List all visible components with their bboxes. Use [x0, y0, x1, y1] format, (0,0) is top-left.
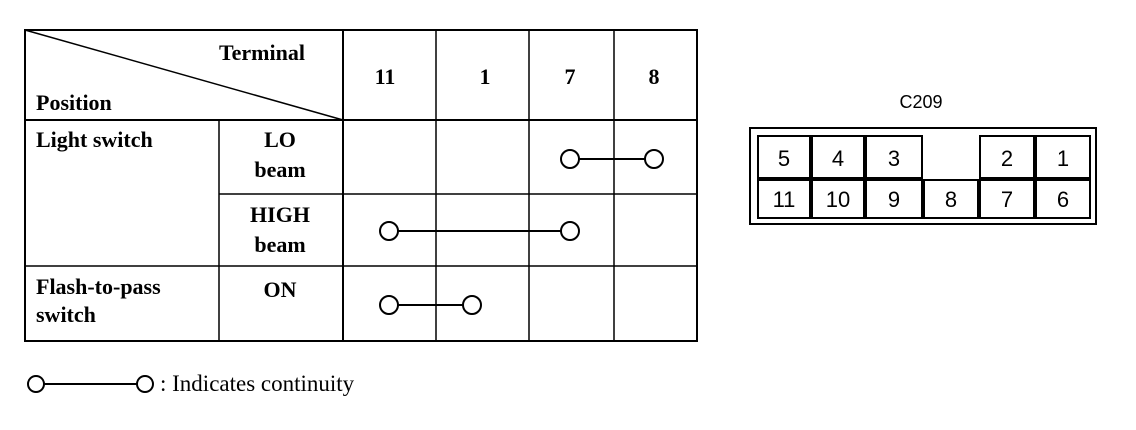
position-header-label: Position	[36, 90, 112, 115]
pin-10-cell	[811, 179, 865, 219]
header-diagonal	[24, 29, 344, 121]
table-border	[24, 29, 698, 342]
pin-11-label: 11	[773, 187, 796, 212]
pin-9-cell	[865, 179, 923, 219]
continuity-legend-symbol	[27, 375, 154, 393]
pin-7-label: 7	[1001, 187, 1013, 212]
pin-2-label: 2	[1001, 146, 1013, 171]
pin-1-cell	[1035, 135, 1091, 179]
legend-circle-right	[136, 375, 154, 393]
pin-4-cell	[811, 135, 865, 179]
terminal-11-header: 11	[375, 64, 396, 89]
continuity-flash-to-pass-11-1	[379, 295, 482, 315]
pin-6-label: 6	[1057, 187, 1069, 212]
continuity-circle-terminal-7	[560, 221, 580, 241]
pin-11-cell	[757, 179, 811, 219]
pin-8-label: 8	[945, 187, 957, 212]
pin-6-cell	[1035, 179, 1091, 219]
pin-3-label: 3	[888, 146, 900, 171]
pin-2-cell	[979, 135, 1035, 179]
continuity-circle-terminal-7	[560, 149, 580, 169]
pin-10-label: 10	[826, 187, 850, 212]
connector-c209	[749, 127, 1097, 225]
continuity-circle-terminal-1	[462, 295, 482, 315]
pin-9-label: 9	[888, 187, 900, 212]
flash-to-pass-label-line1: Flash-to-pass	[36, 274, 161, 299]
high-beam-label-line1: HIGH	[250, 202, 310, 227]
terminal-1-header: 1	[480, 64, 491, 89]
continuity-lo-beam-7-8	[560, 149, 664, 169]
light-switch-label: Light switch	[36, 127, 153, 152]
continuity-high-beam-11-7	[379, 221, 580, 241]
continuity-table	[24, 29, 698, 342]
pin-7-cell	[979, 179, 1035, 219]
continuity-circle-terminal-11	[379, 295, 399, 315]
pin-5-cell	[757, 135, 811, 179]
pin-1-label: 1	[1057, 146, 1069, 171]
pin-5-label: 5	[778, 146, 790, 171]
legend-circle-left	[27, 375, 45, 393]
terminal-8-header: 8	[649, 64, 660, 89]
pin-8-cell	[923, 179, 979, 219]
connector-label: C209	[899, 92, 942, 112]
lo-beam-label-line2: beam	[254, 157, 305, 182]
pin-3-cell	[865, 135, 923, 179]
terminal-header-label: Terminal	[219, 40, 305, 65]
legend-text: : Indicates continuity	[160, 371, 355, 396]
continuity-circle-terminal-11	[379, 221, 399, 241]
connector-outer-shell	[749, 127, 1097, 225]
flash-to-pass-label-line2: switch	[36, 302, 96, 327]
on-position-label: ON	[264, 277, 297, 302]
terminal-7-header: 7	[565, 64, 576, 89]
continuity-circle-terminal-8	[644, 149, 664, 169]
lo-beam-label-line1: LO	[264, 127, 296, 152]
high-beam-label-line2: beam	[254, 232, 305, 257]
pin-4-label: 4	[832, 146, 844, 171]
